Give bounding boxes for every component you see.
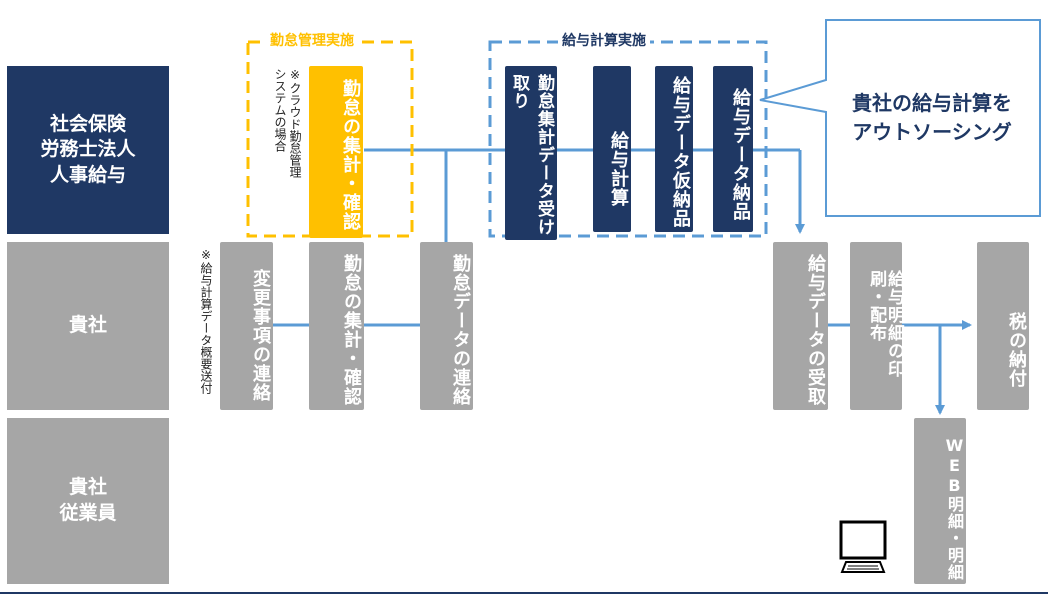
summary-note: ※給与計算データ概要送付 [199,248,213,394]
lane-client: 貴社 [7,242,169,410]
lane-sr-firm: 社会保険 労務士法人 人事給与 [7,66,169,234]
callout-bubble [759,19,1041,217]
client-attendance-check-box: 勤怠の集計・確認 [309,242,364,410]
payroll-group-title: 給与計算実施 [558,32,650,50]
payslip-print-box: 給与明細の印刷・配布 [850,242,904,410]
receive-payroll-data-box: 給与データの受取 [773,242,828,410]
payroll-data-provisional-box: 給与データ仮納品 [655,66,693,232]
callout-text: 貴社の給与計算を アウトソーシング [852,91,1012,144]
payroll-calc-box: 給与計算 [593,66,631,232]
receive-attendance-data-box: 勤怠集計データ受け取り [505,66,557,240]
web-payslip-box: WEB明細・明細 [914,418,966,584]
sr-attendance-check-box: 勤怠の集計・確認 [309,66,363,238]
attendance-group-title: 勤怠管理実施 [266,32,358,50]
lane-employees: 貴社 従業員 [7,418,169,584]
tax-payment-box: 税の納付 [977,242,1029,410]
change-notice-box: 変更事項の連絡 [220,242,273,410]
monitor-icon [839,520,887,573]
cloud-note: ※クラウド勤怠管理 システムの場合 [273,68,302,178]
payroll-data-delivery-box: 給与データ納品 [713,66,753,232]
attendance-data-notice-box: 勤怠データの連絡 [420,242,473,410]
